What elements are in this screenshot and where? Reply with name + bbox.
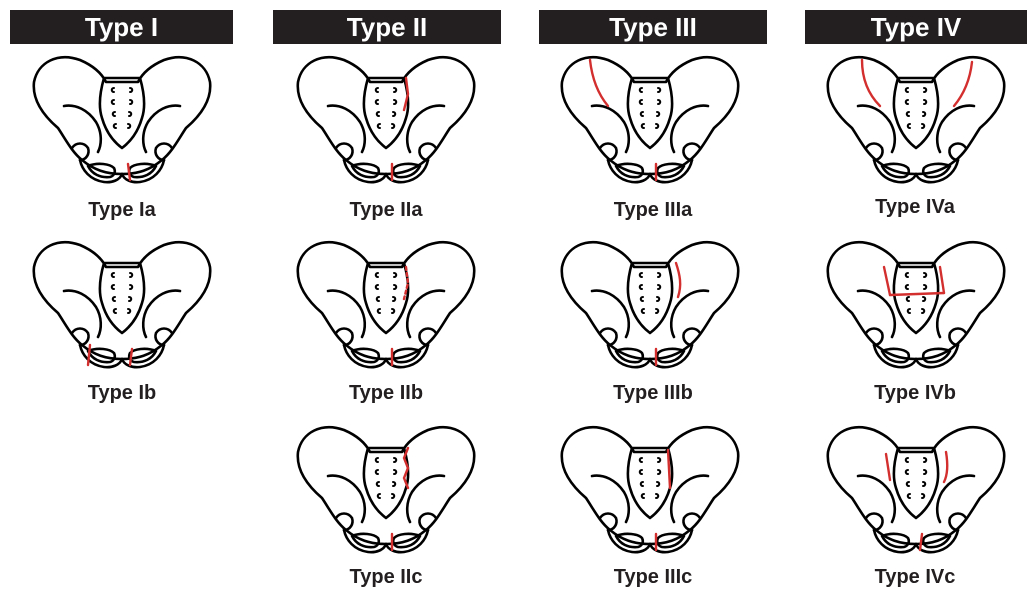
label-type-iia: Type IIa bbox=[276, 199, 496, 222]
label-type-iiia: Type IIIa bbox=[543, 199, 763, 222]
pelvis-svg bbox=[556, 233, 744, 373]
pelvis-diagram-iic bbox=[292, 418, 480, 558]
pelvis-svg bbox=[822, 233, 1010, 373]
column-header-type-iii: Type III bbox=[539, 10, 767, 44]
label-type-ib: Type Ib bbox=[12, 382, 232, 405]
pelvis-diagram-iiib bbox=[556, 233, 744, 373]
pelvis-svg bbox=[822, 418, 1010, 558]
column-header-type-ii: Type II bbox=[273, 10, 501, 44]
pelvis-diagram-iiic bbox=[556, 418, 744, 558]
pelvis-diagram-iib bbox=[292, 233, 480, 373]
label-type-iiic: Type IIIc bbox=[543, 566, 763, 589]
pelvis-svg bbox=[28, 48, 216, 188]
pelvis-svg bbox=[292, 48, 480, 188]
pelvis-diagram-ivb bbox=[822, 233, 1010, 373]
pelvis-diagram-ivc bbox=[822, 418, 1010, 558]
column-header-type-i: Type I bbox=[10, 10, 233, 44]
pelvis-diagram-iva bbox=[822, 48, 1010, 188]
pelvis-svg bbox=[292, 233, 480, 373]
pelvis-svg bbox=[556, 48, 744, 188]
pelvis-svg bbox=[556, 418, 744, 558]
label-type-iiib: Type IIIb bbox=[543, 382, 763, 405]
label-type-iva: Type IVa bbox=[805, 196, 1025, 219]
label-type-ivb: Type IVb bbox=[805, 382, 1025, 405]
label-type-iic: Type IIc bbox=[276, 566, 496, 589]
pelvis-diagram-ia bbox=[28, 48, 216, 188]
pelvis-svg bbox=[822, 48, 1010, 188]
label-type-ivc: Type IVc bbox=[805, 566, 1025, 589]
pelvis-svg bbox=[292, 418, 480, 558]
column-header-type-iv: Type IV bbox=[805, 10, 1027, 44]
pelvis-diagram-ib bbox=[28, 233, 216, 373]
pelvis-svg bbox=[28, 233, 216, 373]
pelvis-diagram-iiia bbox=[556, 48, 744, 188]
pelvis-diagram-iia bbox=[292, 48, 480, 188]
label-type-iib: Type IIb bbox=[276, 382, 496, 405]
fracture-line bbox=[128, 164, 130, 180]
label-type-ia: Type Ia bbox=[12, 199, 232, 222]
